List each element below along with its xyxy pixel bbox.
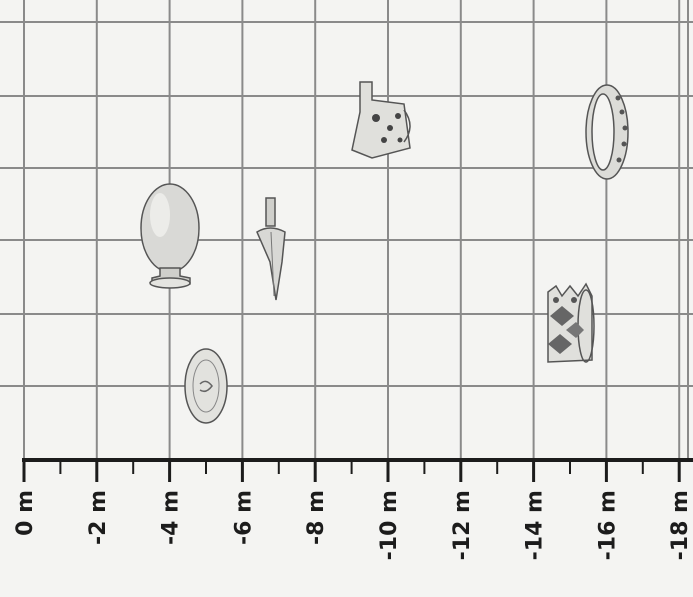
axis-tick-label: -8 m <box>304 490 329 545</box>
cup-icon <box>351 81 411 159</box>
scale-tick-labels: 0 m -2 m -4 m -6 m -8 m -10 m -12 m -14 m -16 m -… <box>13 490 693 560</box>
axis-tick-label: -14 m <box>523 490 548 560</box>
artifacts <box>140 81 629 424</box>
axis-tick-label: -10 m <box>377 490 402 560</box>
axis-tick-label: -2 m <box>86 490 111 545</box>
axis-tick-label: -16 m <box>595 490 620 560</box>
crown-icon <box>547 282 595 363</box>
ring-icon <box>585 84 629 180</box>
grid <box>0 0 693 460</box>
disc-icon <box>184 348 228 424</box>
axis-tick-label: -4 m <box>159 490 184 545</box>
scale-axis <box>22 458 693 482</box>
axis-tick-label: -18 m <box>668 490 693 560</box>
spearhead-icon <box>256 197 286 301</box>
axis-tick-label: -12 m <box>450 490 475 560</box>
jar-icon <box>140 183 200 289</box>
axis-tick-label: 0 m <box>13 490 38 536</box>
axis-tick-label: -6 m <box>231 490 256 545</box>
